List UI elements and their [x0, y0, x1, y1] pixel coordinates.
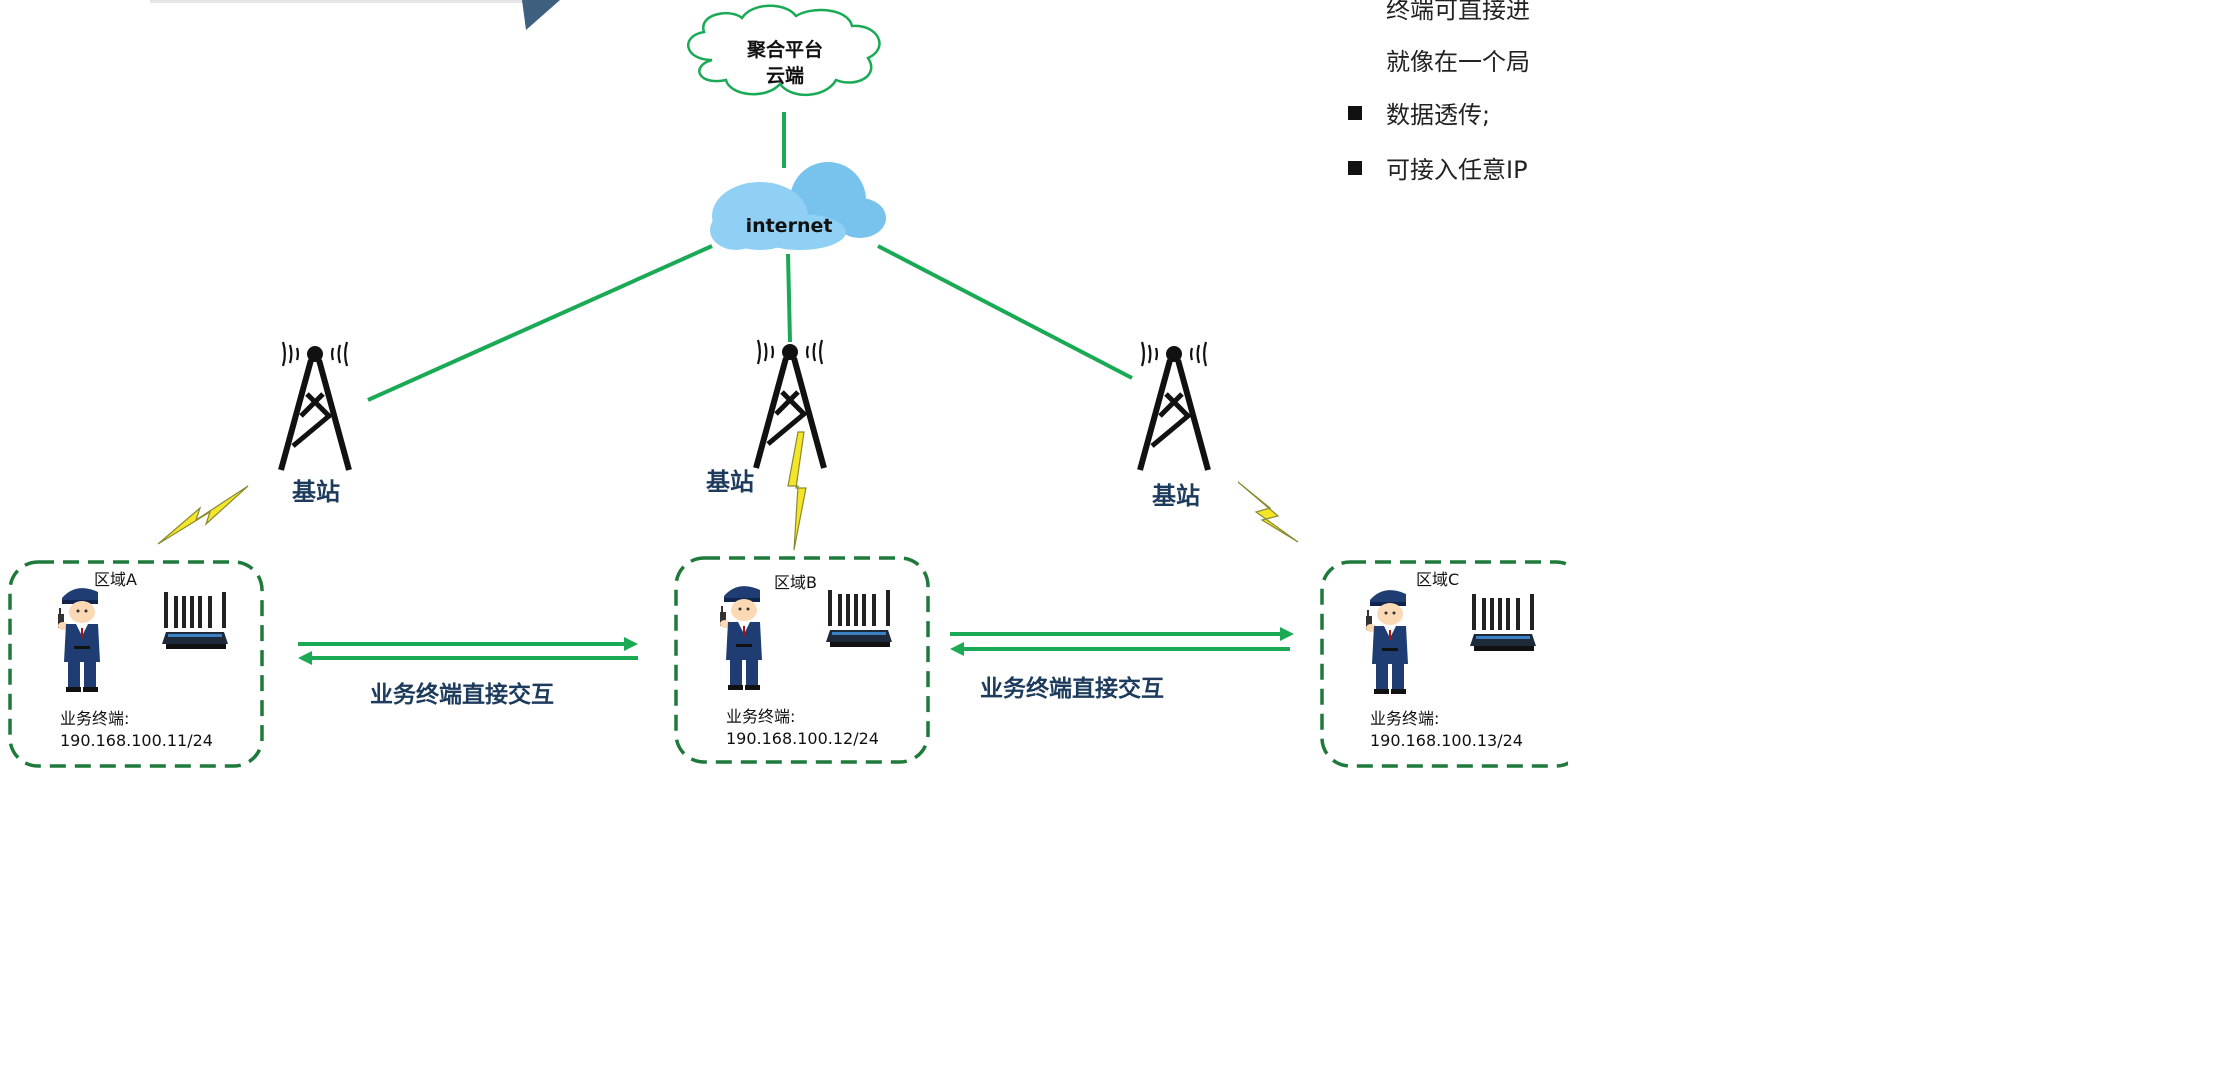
bullet-square-icon: [1348, 161, 1362, 175]
region-a-box: [8, 560, 264, 768]
region-a-name: 区域A: [94, 570, 137, 589]
wireless-a-lightning-icon: [157, 485, 249, 545]
internet-cloud-icon: [710, 162, 886, 250]
region-a-ip: 190.168.100.11/24: [60, 731, 213, 750]
internet-station-a-link: [367, 244, 713, 402]
region-c-ip: 190.168.100.13/24: [1370, 731, 1523, 750]
region-b-name: 区域B: [774, 573, 817, 592]
internet-label: internet: [746, 215, 833, 237]
wireless-b-lightning-icon: [787, 431, 807, 551]
right-text-line1: 终端可直接进: [1386, 0, 1530, 24]
region-b-terminal-label: 业务终端:: [726, 707, 795, 726]
base-station-b-label: 基站: [706, 468, 754, 496]
region-a-terminal-label: 业务终端:: [60, 709, 129, 728]
region-c-officer-icon: [1366, 590, 1408, 694]
right-text-bullet1: 数据透传;: [1386, 101, 1490, 129]
banner-edge: [150, 0, 530, 3]
b-c-interaction-label: 业务终端直接交互: [980, 675, 1164, 702]
base-station-a-icon: [281, 342, 349, 470]
region-a-officer-icon: [58, 588, 100, 692]
region-c-box: [1320, 560, 1568, 768]
region-c-terminal-label: 业务终端:: [1370, 709, 1439, 728]
platform-label-line1: 聚合平台: [746, 38, 823, 61]
region-c-router-icon: [1470, 594, 1536, 651]
internet-station-b-link: [786, 253, 792, 343]
right-text-bullet2: 可接入任意IP: [1386, 156, 1528, 184]
network-diagram: 聚合平台 云端 internet 基站 基站 基站 区域A 业务终端: 190.…: [0, 0, 1568, 768]
region-b-router-icon: [826, 590, 892, 647]
platform-label-line2: 云端: [766, 64, 804, 87]
right-text-line2: 就像在一个局: [1386, 48, 1530, 76]
base-station-b-icon: [756, 340, 824, 468]
wireless-c-lightning-icon: [1237, 481, 1299, 543]
base-station-c-label: 基站: [1152, 482, 1200, 510]
base-station-c-icon: [1140, 342, 1208, 470]
internet-station-c-link: [877, 244, 1133, 380]
a-b-interaction-label: 业务终端直接交互: [370, 681, 554, 708]
region-b-officer-icon: [720, 586, 762, 690]
platform-cloud-icon: [687, 4, 881, 97]
a-b-interaction-arrows: [298, 637, 638, 665]
region-b-box: [674, 556, 930, 764]
base-station-a-label: 基站: [292, 478, 340, 506]
bullet-square-icon: [1348, 106, 1362, 120]
region-b-ip: 190.168.100.12/24: [726, 729, 879, 748]
diagram-canvas: 聚合平台 云端 internet 基站 基站 基站 区域A 业务终端: 190.…: [8, 0, 1568, 768]
banner-corner-shape: [522, 0, 560, 30]
b-c-interaction-arrows: [950, 627, 1294, 656]
region-c-name: 区域C: [1416, 570, 1459, 589]
region-a-router-icon: [162, 592, 228, 649]
